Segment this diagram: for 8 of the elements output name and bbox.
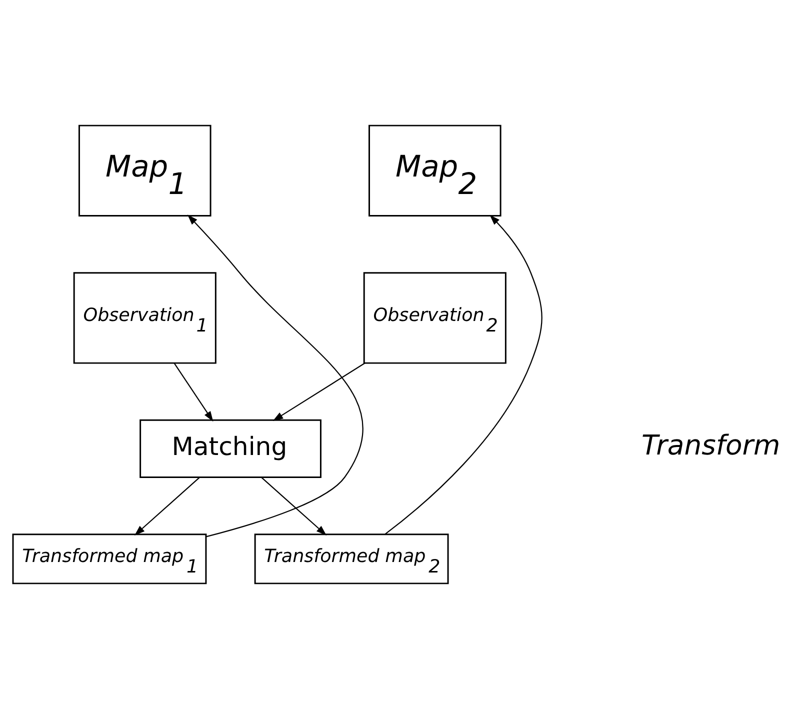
arrow xyxy=(384,214,542,534)
node-box: Matching xyxy=(140,418,322,478)
arrow xyxy=(174,362,214,422)
arrow xyxy=(187,214,363,537)
label: Transform xyxy=(642,430,780,462)
arrow xyxy=(260,476,327,535)
arrow xyxy=(134,476,200,535)
arrow xyxy=(272,362,366,420)
